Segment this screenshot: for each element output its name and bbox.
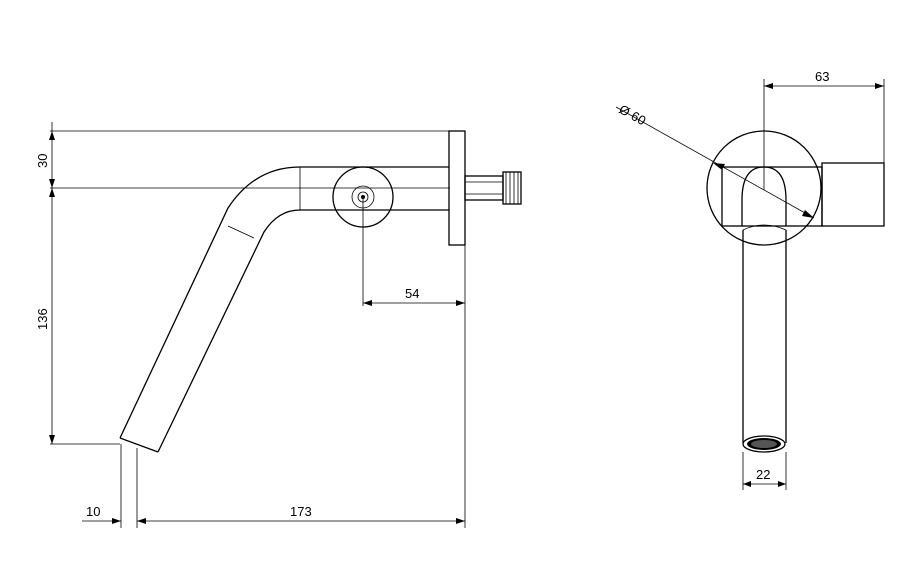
dim-63: 63 [763, 69, 885, 165]
handle-cylinder [821, 162, 885, 227]
dim-22-label: 22 [756, 467, 770, 482]
mixer-body [721, 166, 823, 227]
dim-30-label: 30 [35, 154, 50, 168]
dim-22: 22 [742, 452, 787, 490]
bend-line-2 [227, 225, 255, 239]
dim-136: 136 [35, 188, 120, 445]
dim-54-label: 54 [405, 286, 419, 301]
spout-lower-edge [157, 209, 449, 453]
dim-173-label: 173 [290, 504, 312, 519]
dim-10-173: 10 173 [82, 444, 465, 528]
wall-plate [448, 130, 466, 246]
dim-diameter-60-label: Ø 60 [617, 102, 649, 129]
spout-top-cap [742, 224, 787, 231]
side-view: Ø 60 63 22 [615, 69, 885, 490]
dim-54: 54 [363, 286, 465, 306]
dim-10-label: 10 [86, 504, 100, 519]
dim-30: 30 [35, 122, 55, 188]
dim-136-label: 136 [35, 308, 50, 330]
aerator [742, 435, 786, 453]
spout-upper-edge [119, 166, 449, 439]
front-view: 30 136 54 10 173 [35, 122, 522, 528]
dim-63-label: 63 [815, 69, 829, 84]
spout-tip [119, 437, 159, 453]
thread-connector [464, 171, 522, 205]
